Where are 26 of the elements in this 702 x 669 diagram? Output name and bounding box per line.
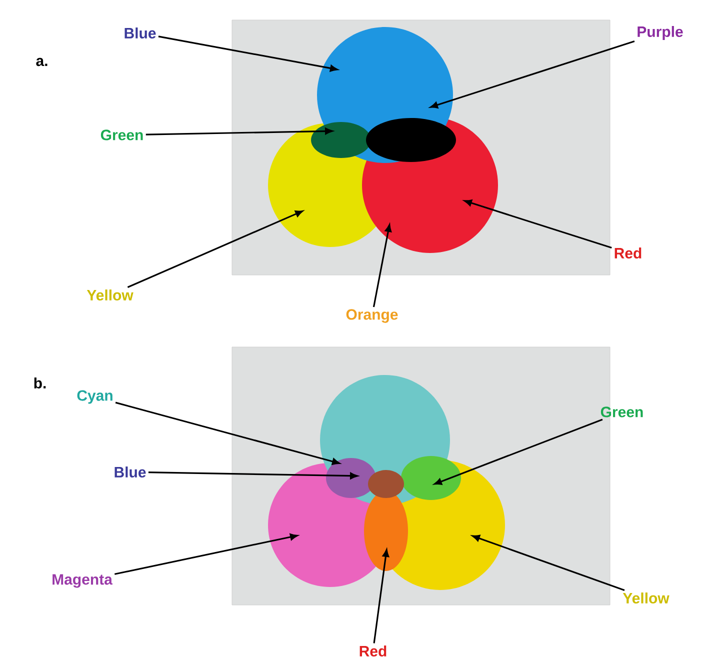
arrow [158, 36, 338, 72]
arrow [464, 200, 612, 249]
arrow [372, 224, 392, 308]
color-label: Red [614, 248, 642, 258]
arrow [472, 534, 625, 592]
color-label: Blue [114, 466, 146, 478]
arrow [430, 40, 635, 108]
color-label: Green [100, 130, 143, 140]
color-label: Blue [124, 28, 156, 38]
panel-letter: b. [34, 378, 46, 388]
arrow [146, 128, 333, 136]
color-label: Red [360, 645, 386, 656]
color-label: Purple [638, 26, 683, 40]
arrow [148, 472, 358, 480]
color-label: Magenta [52, 574, 113, 588]
arrow [115, 402, 340, 465]
arrow [373, 549, 390, 644]
arrow [434, 418, 603, 485]
color-label: Yellow [622, 592, 670, 604]
arrow [114, 534, 298, 575]
color-label: Orange [346, 309, 398, 323]
color-label: Green [600, 406, 643, 418]
color-label: Yellow [86, 290, 134, 300]
arrow [127, 210, 303, 288]
panel-letter: a. [36, 58, 48, 66]
color-label: Cyan [77, 390, 112, 404]
